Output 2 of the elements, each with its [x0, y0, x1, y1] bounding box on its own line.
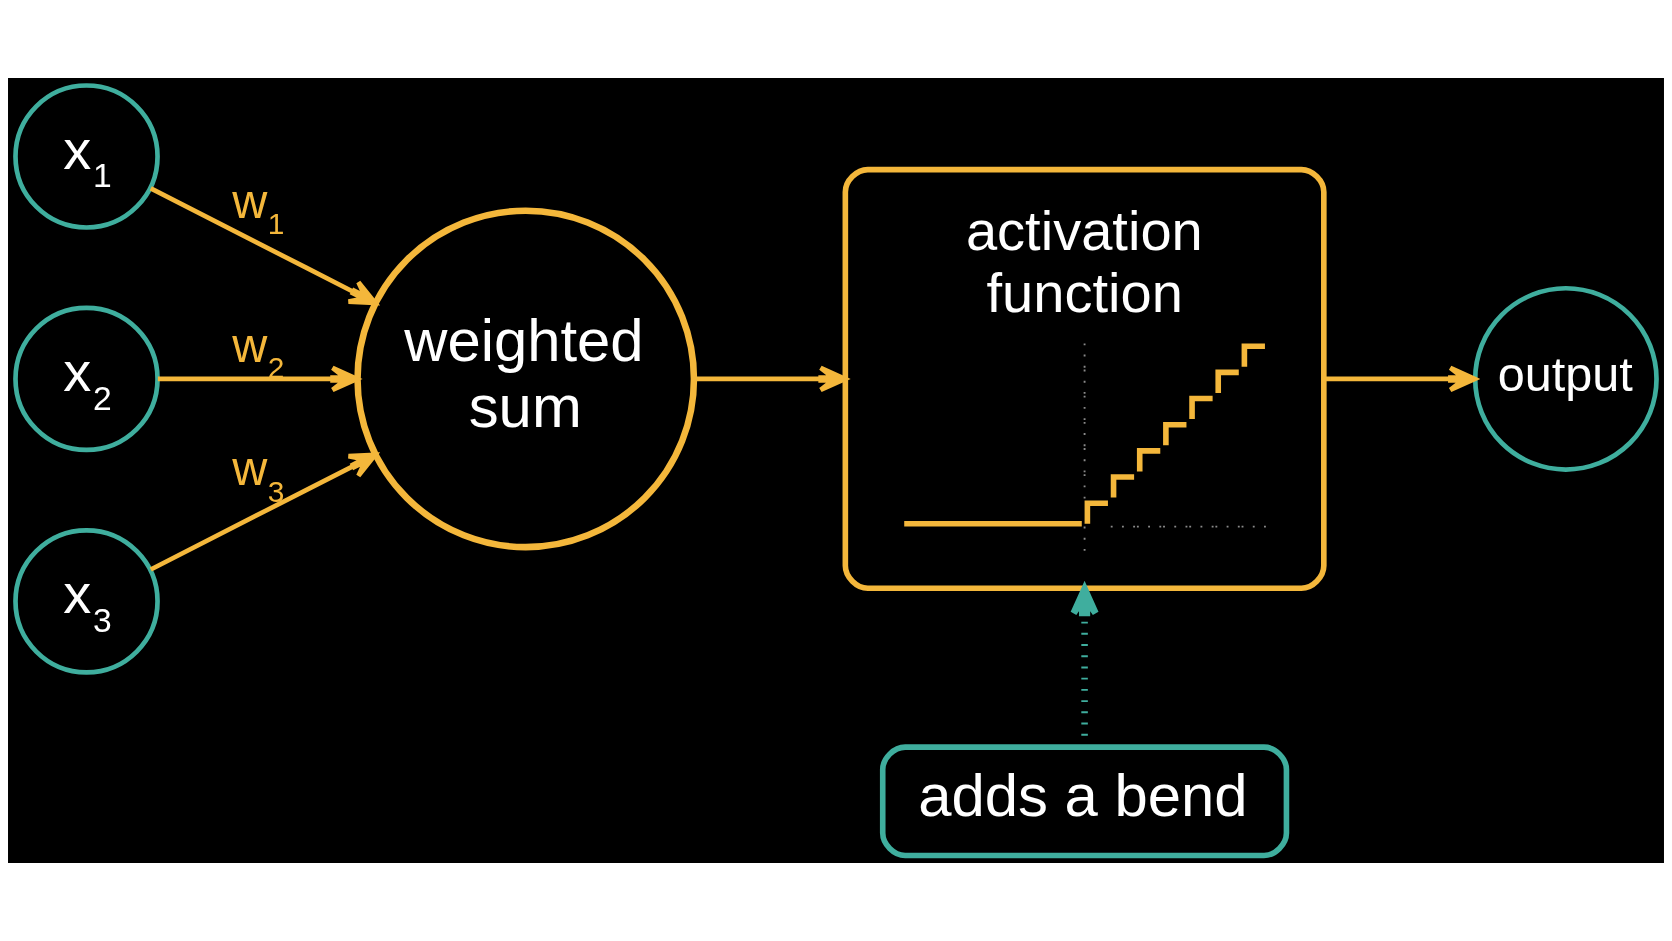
edge-label: w$_{1}$: [232, 173, 285, 241]
edge-label: w$_{3}$: [232, 441, 285, 508]
